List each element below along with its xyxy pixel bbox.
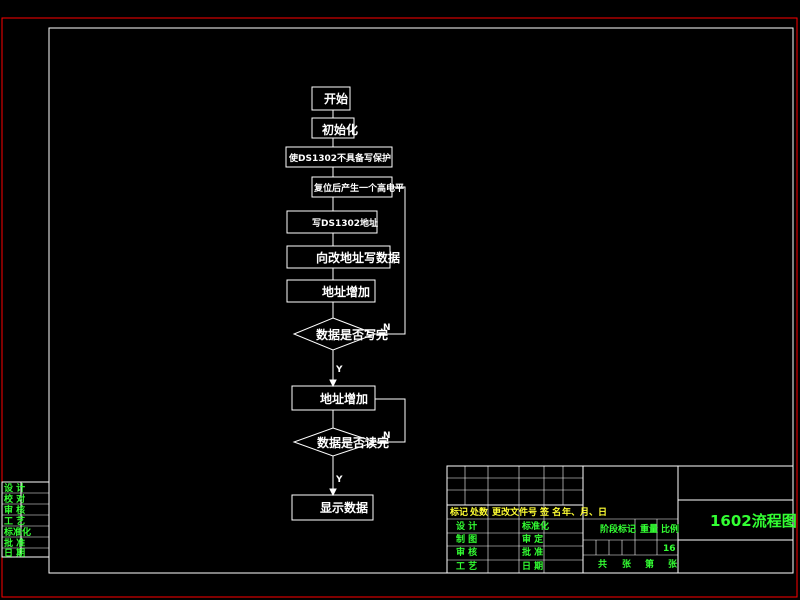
flow-box-reset xyxy=(311,176,393,198)
step-label-addr-inc-1: 地址增加 xyxy=(322,284,370,299)
header-cell: 更改文件号 xyxy=(492,506,537,518)
step-label-addr-inc-2: 地址增加 xyxy=(320,391,368,406)
step-label-unprotect: 使DS1302不具备写保护 xyxy=(288,152,391,164)
branch-yes-label: Y xyxy=(335,475,343,485)
sheet-cell: 张 xyxy=(622,558,632,570)
stage-header: 比例 xyxy=(661,523,679,535)
role-left: 设 计 xyxy=(456,520,477,532)
left-strip-item: 日 期 xyxy=(4,547,25,559)
left-strip-item: 批 准 xyxy=(4,537,25,549)
step-label-write-done: 数据是否写完 xyxy=(316,327,388,342)
role-left: 制 图 xyxy=(456,533,477,545)
role-mid: 标准化 xyxy=(521,520,549,532)
left-strip-item: 审 核 xyxy=(4,504,25,516)
branch-yes-label: Y xyxy=(335,365,343,375)
header-cell: 处数 xyxy=(469,506,489,518)
role-left: 审 核 xyxy=(456,546,477,558)
step-label-write-addr: 写DS1302地址 xyxy=(312,217,378,229)
header-cell: 标记 xyxy=(449,506,468,518)
header-cell: 签 名 xyxy=(539,506,561,518)
sheet-cell: 第 xyxy=(645,558,654,570)
flow-box-unprotect xyxy=(285,146,393,168)
outer-frame xyxy=(1,17,798,598)
role-left: 工 艺 xyxy=(456,560,477,572)
sheet-cell: 张 xyxy=(668,558,678,570)
stage-header: 重量 xyxy=(640,523,658,535)
role-mid: 日 期 xyxy=(522,560,543,572)
left-strip-item: 工 艺 xyxy=(4,515,25,527)
scale-value: 16 xyxy=(663,544,676,554)
step-label-start: 开始 xyxy=(324,91,348,106)
branch-no-label: N xyxy=(383,431,391,441)
left-strip-item: 标准化 xyxy=(3,526,31,538)
flow-box-start xyxy=(311,86,351,111)
flow-box-write-data xyxy=(286,245,391,269)
title-block xyxy=(446,465,794,574)
step-label-write-data: 向改地址写数据 xyxy=(316,250,400,265)
inner-frame xyxy=(48,27,794,574)
flow-box-display xyxy=(291,494,374,521)
flow-box-init xyxy=(311,117,355,139)
flow-decision-write-done xyxy=(292,317,377,351)
left-strip-item: 校 对 xyxy=(4,493,25,505)
left-strip-item: 设 计 xyxy=(4,482,25,494)
left-strip: 设 计 校 对 审 核 工 艺 标准化 批 准 日 期 xyxy=(1,481,50,559)
flowchart xyxy=(285,86,406,521)
step-label-init: 初始化 xyxy=(322,122,358,137)
step-label-reset: 复位后产生一个高电平 xyxy=(313,182,404,194)
title-block-text: 1602流程图 标记 处数 更改文件号 签 名 年、月、日 设 计 制 图 审 … xyxy=(449,506,797,572)
drawing-title: 1602流程图 xyxy=(710,512,797,530)
branch-no-label: N xyxy=(383,323,391,333)
flow-box-write-addr xyxy=(286,210,378,234)
flow-box-addr-inc-1 xyxy=(286,279,376,303)
flow-decision-read-done xyxy=(292,427,377,457)
header-cell: 年、月、日 xyxy=(562,506,607,518)
flowchart-labels: 开始 初始化 使DS1302不具备写保护 复位后产生一个高电平 写DS1302地… xyxy=(288,91,404,515)
stage-header: 阶段标记 xyxy=(600,523,636,535)
step-label-display: 显示数据 xyxy=(320,500,368,515)
sheet-cell: 共 xyxy=(598,558,607,570)
role-mid: 批 准 xyxy=(522,546,543,558)
role-mid: 审 定 xyxy=(522,533,544,545)
step-label-read-done: 数据是否读完 xyxy=(317,435,389,450)
flow-box-addr-inc-2 xyxy=(291,385,376,411)
